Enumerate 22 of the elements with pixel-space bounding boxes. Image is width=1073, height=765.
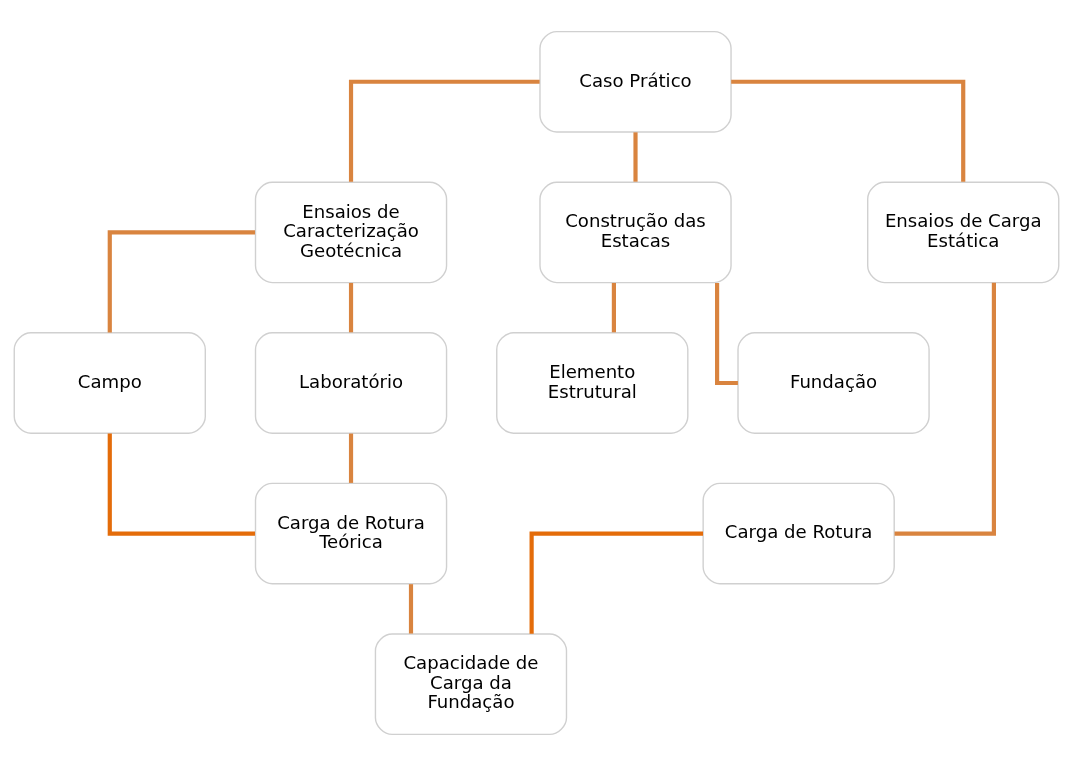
connector	[348, 79, 540, 182]
connector	[107, 433, 255, 536]
node-box: Ensaios de Caracterização Geotécnica	[254, 181, 448, 283]
node-box: Elemento Estrutural	[496, 331, 689, 434]
connector	[529, 531, 703, 634]
connector	[894, 282, 996, 536]
connector	[348, 282, 354, 332]
node-box: Laboratório	[254, 331, 448, 434]
connector	[408, 583, 414, 634]
connector	[348, 433, 354, 483]
connector	[611, 282, 616, 332]
node-box: Carga de Rotura Teórica	[254, 482, 448, 584]
node-box: Ensaios de Carga Estática	[867, 181, 1060, 283]
node-box: Carga de Rotura	[702, 482, 895, 584]
node-box: Fundação	[737, 331, 930, 434]
connector	[633, 131, 638, 182]
node-box: Campo	[13, 331, 206, 434]
connector	[731, 79, 966, 182]
connector	[107, 229, 255, 332]
node-box: Caso Prático	[539, 30, 732, 133]
node-box: Capacidade de Carga da Fundação	[374, 632, 568, 735]
node-box: Construção das Estacas	[539, 181, 732, 283]
